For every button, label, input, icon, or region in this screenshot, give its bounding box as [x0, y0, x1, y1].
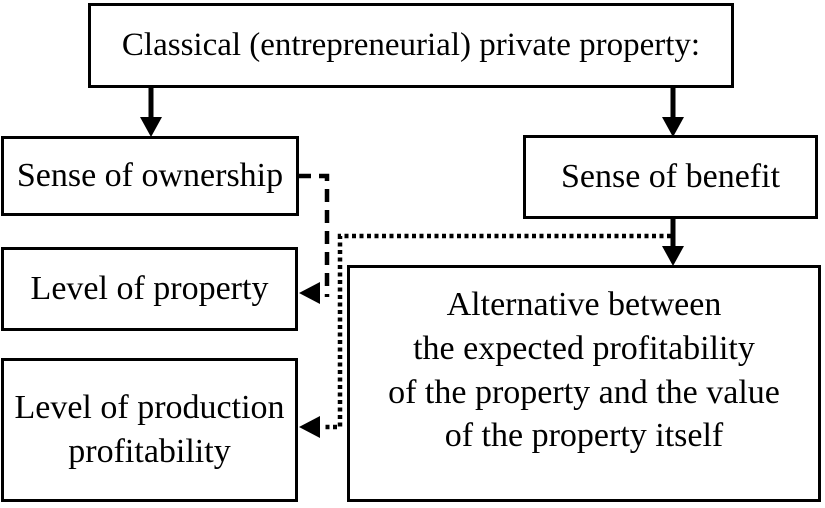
box-sense-of-benefit: Sense of benefit — [523, 135, 818, 219]
box-label-line: Alternative between — [446, 286, 722, 324]
box-sense-of-ownership: Sense of ownership — [1, 136, 299, 216]
box-label-line: the expected profitability — [413, 329, 755, 367]
arrow-root-to-benefit — [662, 86, 684, 137]
box-classical-private-property: Classical (entrepreneurial) private prop… — [88, 3, 734, 88]
box-label: Alternative between the expected profita… — [388, 283, 780, 457]
box-label-line: profitability — [68, 433, 231, 470]
box-level-of-production-profitability: Level of production profitability — [1, 358, 298, 502]
arrow-root-to-ownership — [140, 86, 162, 137]
box-label-line: of the property and the value — [388, 373, 780, 411]
box-label: Sense of ownership — [16, 157, 284, 195]
box-label: Classical (entrepreneurial) private prop… — [121, 27, 701, 64]
box-label: Sense of benefit — [560, 158, 781, 196]
box-label-line: of the property itself — [444, 417, 724, 455]
box-label-line: Level of production — [14, 389, 285, 427]
box-label: Level of property — [30, 270, 269, 308]
box-alternative-profitability-value: Alternative between the expected profita… — [347, 265, 821, 502]
dashed-arrow-ownership-to-property — [298, 173, 330, 304]
box-label: Level of production profitability — [14, 386, 284, 473]
box-level-of-property: Level of property — [1, 247, 298, 331]
arrow-benefit-to-alternative — [662, 217, 684, 266]
